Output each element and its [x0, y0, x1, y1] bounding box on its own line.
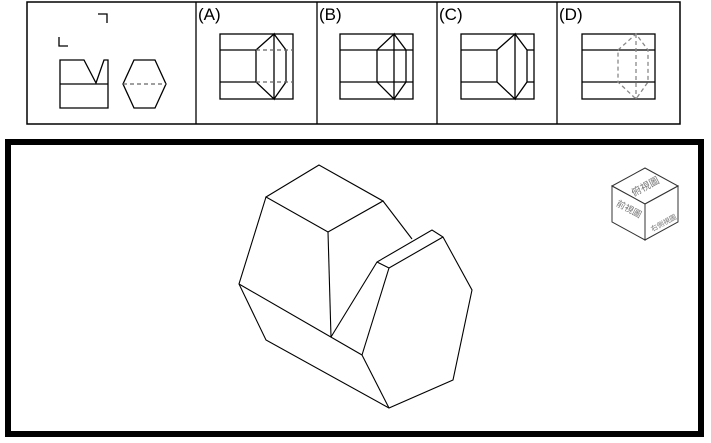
- option-a-drawing: [219, 32, 294, 101]
- option-b-label[interactable]: (B): [319, 5, 342, 24]
- option-a-label[interactable]: (A): [198, 5, 221, 24]
- option-c-drawing: [460, 32, 535, 101]
- view-cube[interactable]: 俯視圖 前視圖 右側視圖: [610, 167, 680, 241]
- option-d-drawing: [581, 33, 656, 100]
- isometric-viewport[interactable]: [5, 139, 704, 437]
- isometric-object: [238, 164, 473, 409]
- question-panel: [26, 1, 681, 125]
- option-b-drawing: [339, 32, 414, 101]
- option-c-label[interactable]: (C): [439, 5, 463, 24]
- given-views: [58, 13, 167, 109]
- option-d-label[interactable]: (D): [559, 5, 583, 24]
